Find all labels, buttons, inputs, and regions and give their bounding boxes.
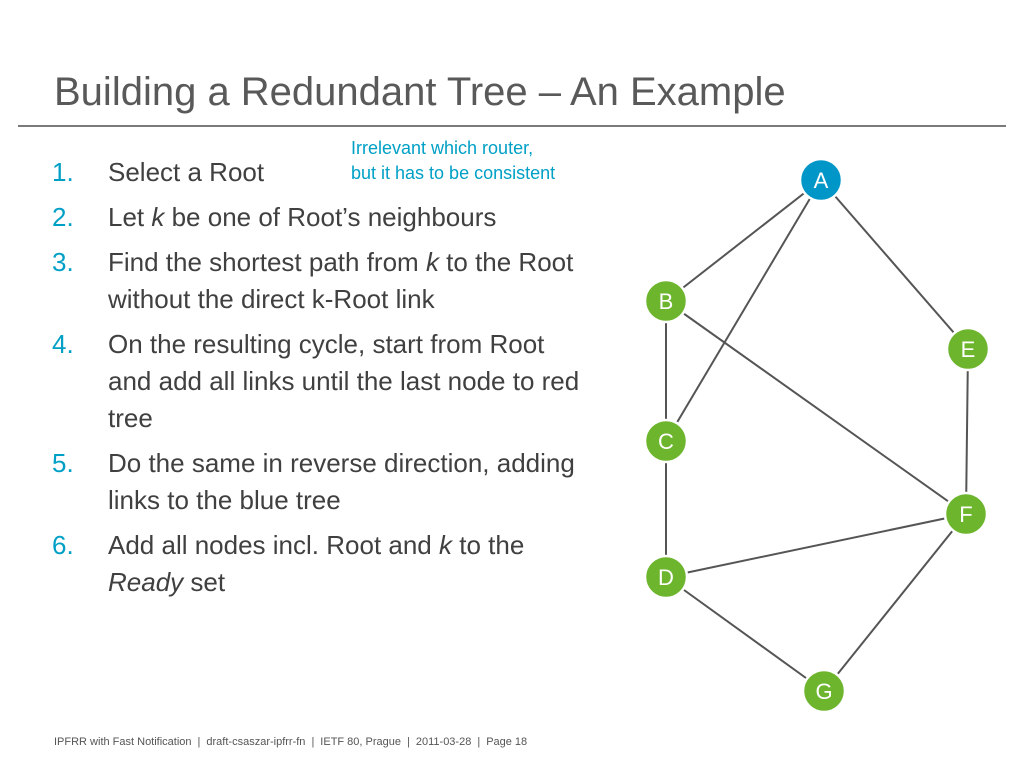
step-text-part: be one of Root’s neighbours	[164, 202, 497, 232]
step-item: 6. Add all nodes incl. Root and k to the …	[52, 527, 582, 601]
step-text-part: Select a Root	[108, 157, 265, 187]
callout-line-1: Irrelevant which router,	[351, 138, 534, 158]
edge-a-e	[820, 179, 969, 350]
step-text-part: Add all nodes incl. Root and	[108, 530, 439, 560]
node-circle	[643, 554, 689, 600]
step-item: 4. On the resulting cycle, start from Roo…	[52, 326, 582, 437]
node-label: D	[658, 565, 674, 590]
node-circle	[643, 418, 689, 464]
footer-item: 2011-03-28	[415, 736, 472, 748]
node-d: D	[643, 554, 689, 600]
node-label: B	[659, 289, 674, 314]
step-text-emphasis: k	[439, 530, 452, 560]
step-item: 5. Do the same in reverse direction, addi…	[52, 445, 582, 519]
node-f: F	[943, 491, 989, 537]
step-text: Add all nodes incl. Root and k to the Re…	[108, 527, 582, 601]
edge-d-g	[665, 576, 825, 692]
edge-a-c	[665, 179, 822, 442]
step-text: Find the shortest path from k to the Roo…	[108, 244, 582, 318]
footer-separator: |	[407, 736, 410, 748]
step-number: 3.	[52, 247, 74, 277]
footer-item: draft-csaszar-ipfrr-fn	[206, 736, 306, 748]
callout-note: Irrelevant which router, but it has to b…	[351, 136, 631, 186]
step-number: 4.	[52, 329, 74, 359]
footer-item: IETF 80, Prague	[320, 736, 402, 748]
step-number: 2.	[52, 202, 74, 232]
node-b: B	[643, 278, 689, 324]
edge-d-f	[665, 513, 967, 578]
step-item: 2. Let k be one of Root’s neighbours	[52, 199, 582, 236]
step-text: Select a Root	[108, 154, 582, 191]
edge-f-g	[823, 513, 967, 692]
node-label: E	[961, 337, 976, 362]
step-text: Do the same in reverse direction, adding…	[108, 445, 582, 519]
node-circle	[643, 278, 689, 324]
footer-item: IPFRR with Fast Notification	[54, 736, 192, 748]
node-label: F	[959, 502, 972, 527]
node-circle	[945, 326, 991, 372]
step-text-part: On the resulting cycle, start from Root …	[108, 329, 580, 433]
footer-separator: |	[311, 736, 315, 748]
step-number: 5.	[52, 448, 74, 478]
step-text-emphasis: Ready	[108, 567, 184, 597]
step-text-emphasis: k	[425, 247, 439, 277]
step-number: 6.	[52, 530, 74, 560]
node-circle	[801, 668, 847, 714]
title-divider	[18, 125, 1006, 127]
step-text-part: to the	[452, 530, 525, 560]
step-text-part: Find the shortest path from	[108, 247, 426, 277]
slide-title: Building a Redundant Tree – An Example	[54, 70, 786, 114]
steps-list: 1. Select a Root 2. Let k be one of Root’s …	[52, 154, 582, 609]
step-item: 3. Find the shortest path from k to the R…	[52, 244, 582, 318]
step-text-part: set	[183, 567, 226, 597]
footer-separator: |	[197, 736, 201, 748]
step-text-part: to the Root without the direct k-Root li…	[108, 247, 574, 314]
node-circle	[943, 491, 989, 537]
node-circle	[798, 157, 844, 203]
footer-item: Page 18	[486, 736, 528, 748]
node-e: E	[945, 326, 991, 372]
node-label: C	[658, 429, 674, 454]
footer: IPFRR with Fast Notification | draft-csasz…	[54, 736, 527, 748]
step-text-part: Let	[108, 202, 152, 232]
step-text: On the resulting cycle, start from Root …	[108, 326, 582, 437]
edge-b-f	[665, 300, 967, 515]
node-c: C	[643, 418, 689, 464]
node-label: A	[814, 168, 829, 193]
node-g: G	[801, 668, 847, 714]
callout-line-2: but it has to be consistent	[351, 163, 556, 183]
step-text: Let k be one of Root’s neighbours	[108, 199, 582, 236]
node-label: G	[815, 679, 832, 704]
step-text-part: Do the same in reverse direction, adding…	[108, 448, 575, 515]
footer-separator: |	[477, 736, 481, 748]
edge-e-f	[965, 348, 969, 515]
step-text-emphasis: k	[151, 202, 165, 232]
step-item: 1. Select a Root	[52, 154, 582, 191]
node-a: A	[798, 157, 844, 203]
step-number: 1.	[52, 157, 74, 187]
edge-a-b	[665, 179, 822, 302]
